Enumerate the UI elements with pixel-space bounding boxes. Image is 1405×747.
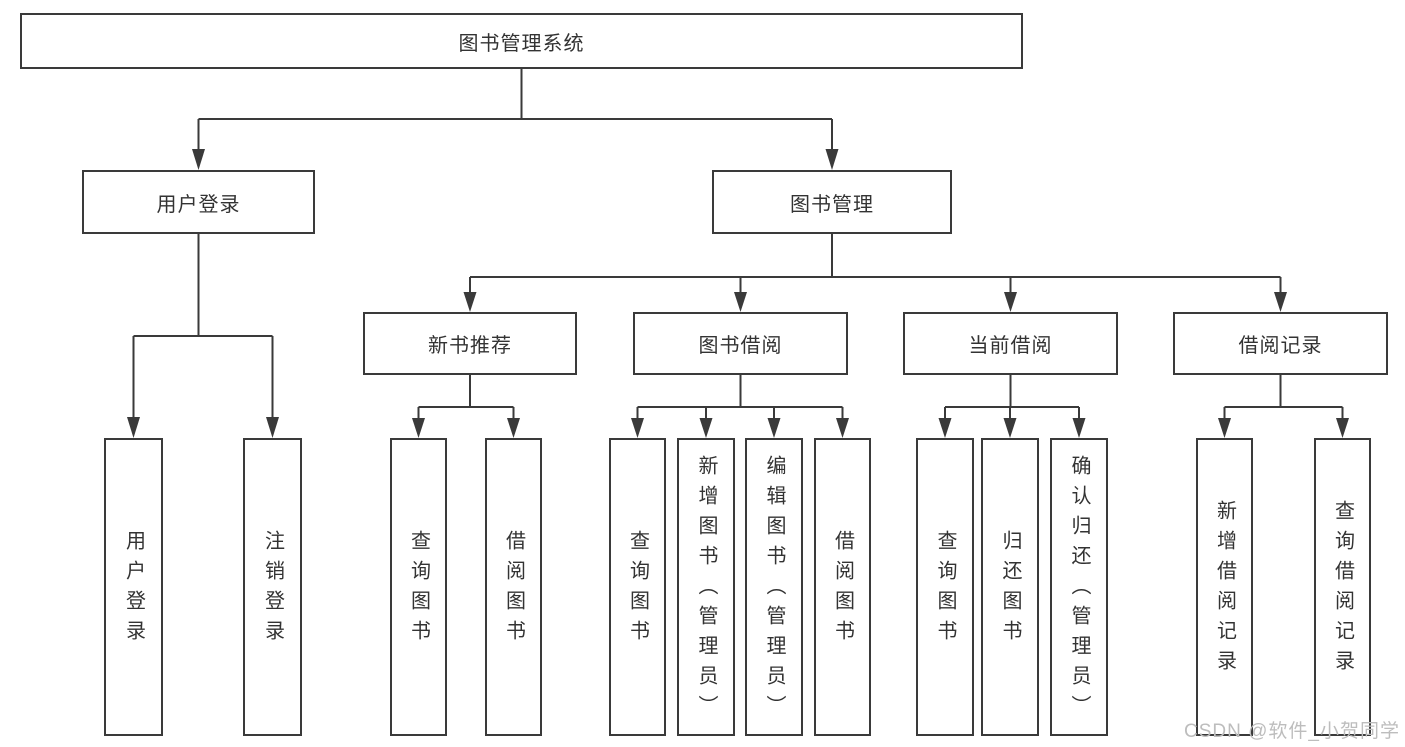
node-borrow-records: 借阅记录 bbox=[1173, 312, 1388, 375]
node-return-book: 归还图书 bbox=[981, 438, 1039, 736]
node-edit-book-admin: 编辑图书（管理员） bbox=[745, 438, 803, 736]
node-book-management-system: 图书管理系统 bbox=[20, 13, 1023, 69]
node-user-login-leaf: 用户登录 bbox=[104, 438, 163, 736]
node-query-borrow-record: 查询借阅记录 bbox=[1314, 438, 1371, 736]
node-book-management: 图书管理 bbox=[712, 170, 952, 234]
node-borrow-books-recommend: 借阅图书 bbox=[485, 438, 542, 736]
node-query-books-borrow: 查询图书 bbox=[609, 438, 666, 736]
node-new-book-recommend: 新书推荐 bbox=[363, 312, 577, 375]
csdn-watermark: CSDN @软件_小贺同学 bbox=[1184, 721, 1400, 742]
node-borrow-books-leaf: 借阅图书 bbox=[814, 438, 871, 736]
node-add-book-admin: 新增图书（管理员） bbox=[677, 438, 735, 736]
node-query-books-recommend: 查询图书 bbox=[390, 438, 447, 736]
node-user-login: 用户登录 bbox=[82, 170, 315, 234]
node-add-borrow-record: 新增借阅记录 bbox=[1196, 438, 1253, 736]
node-query-books-current: 查询图书 bbox=[916, 438, 974, 736]
node-confirm-return-admin: 确认归还（管理员） bbox=[1050, 438, 1108, 736]
node-current-borrow: 当前借阅 bbox=[903, 312, 1118, 375]
node-logout: 注销登录 bbox=[243, 438, 302, 736]
node-book-borrow: 图书借阅 bbox=[633, 312, 848, 375]
